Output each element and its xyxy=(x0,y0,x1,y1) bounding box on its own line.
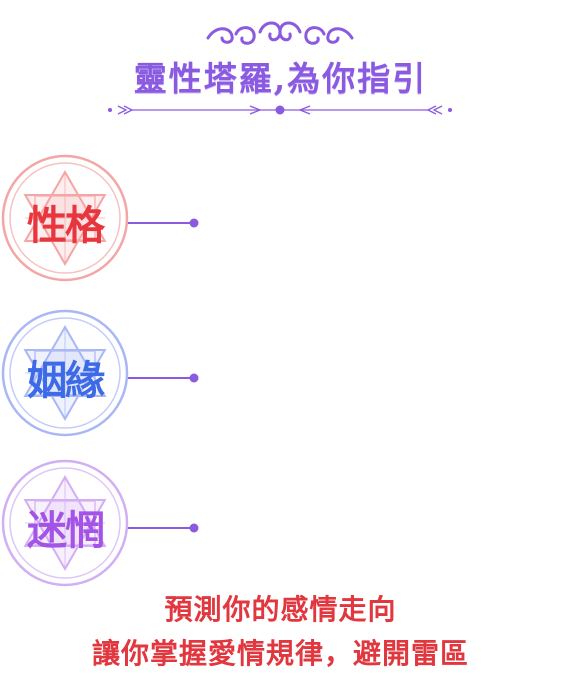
footer-headline: 預測你的感情走向 xyxy=(164,593,397,626)
hexagram-circle-icon xyxy=(1,154,129,282)
footer: 預測你的感情走向 讓你掌握愛情規律，避開雷區 xyxy=(0,590,561,678)
topic-item-relationship[interactable]: 姻緣 xyxy=(0,305,561,445)
topic-item-personality[interactable]: 性格 xyxy=(0,150,561,290)
topic-list: 性格 姻緣 迷惘 xyxy=(0,150,561,590)
connector-line xyxy=(128,523,199,533)
swirl-ornament-icon xyxy=(50,21,510,45)
divider-ornament-icon xyxy=(108,105,452,115)
hexagram-circle-icon xyxy=(1,309,129,437)
connector-line xyxy=(128,373,199,383)
topic-label: 迷惘 xyxy=(27,508,105,554)
topic-label: 性格 xyxy=(27,203,105,249)
topic-item-confusion[interactable]: 迷惘 xyxy=(0,455,561,595)
page-title: 靈性塔羅,為你指引 xyxy=(133,59,428,98)
topic-label: 姻緣 xyxy=(27,358,105,404)
connector-line xyxy=(128,218,199,228)
footer-subline: 讓你掌握愛情規律，避開雷區 xyxy=(91,637,469,670)
hexagram-circle-icon xyxy=(1,459,129,587)
header: 靈性塔羅,為你指引 xyxy=(0,0,561,130)
